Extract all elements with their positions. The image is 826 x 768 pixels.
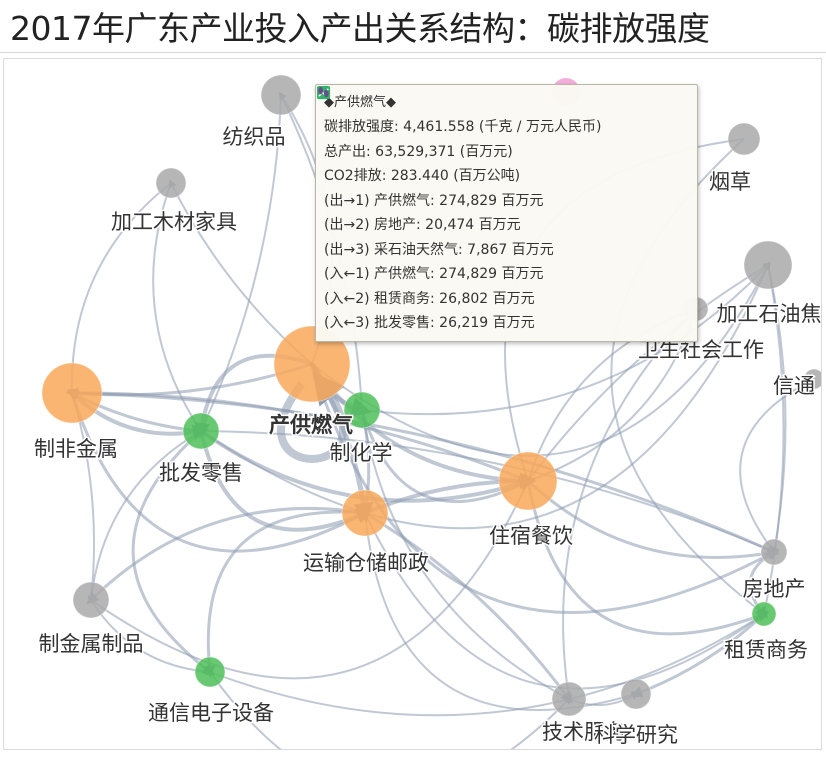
graph-edge xyxy=(209,611,768,717)
graph-edge xyxy=(526,480,770,636)
node-label-6: 制非金属 xyxy=(34,437,118,461)
graph-node-10[interactable] xyxy=(498,451,558,511)
graph-node-5[interactable] xyxy=(803,368,821,390)
node-label-2: 烟草 xyxy=(709,170,751,194)
graph-edge xyxy=(86,506,366,605)
tooltip-title: ◆产供燃气◆ xyxy=(324,95,396,110)
graph-edge xyxy=(90,477,530,680)
tooltip-row-intensity: 碳排放强度: 4,461.558 (千克 / 万元人民币) xyxy=(317,85,689,140)
tooltip-row-in-1: (入←1) 产供燃气: 274,829 百万元 xyxy=(324,266,544,282)
graph-edge xyxy=(67,182,172,397)
graph-edge xyxy=(310,363,780,615)
graph-edge xyxy=(364,511,573,704)
node-label-7: 产供燃气 xyxy=(269,413,353,437)
node-label-1: 加工木材家具 xyxy=(111,210,237,234)
node-label-9: 批发零售 xyxy=(159,461,243,485)
graph-node-7[interactable] xyxy=(273,325,351,403)
graph-edge xyxy=(364,512,768,690)
node-label-0: 纺织品 xyxy=(223,125,286,149)
graph-node-0[interactable] xyxy=(260,74,302,116)
graph-edge xyxy=(739,378,815,556)
graph-edge xyxy=(311,261,770,457)
node-label-17: 科学研究 xyxy=(594,723,678,747)
graph-edge xyxy=(361,409,573,701)
graph-edge xyxy=(562,308,697,703)
node-label-11: 运输仓储邮政 xyxy=(303,551,429,575)
node-label-4: 卫生社会工作 xyxy=(638,338,764,362)
graph-edge xyxy=(203,510,366,678)
graph-node-14[interactable] xyxy=(751,601,777,627)
node-label-8: 制化学 xyxy=(330,441,393,465)
graph-edge xyxy=(199,94,282,435)
graph-node-15[interactable] xyxy=(194,656,226,688)
graph-node-12[interactable] xyxy=(760,538,788,566)
graph-node-3[interactable] xyxy=(743,240,793,290)
footprint-icon xyxy=(318,86,329,98)
tooltip-row-out-1: (出→1) 产供燃气: 274,829 百万元 xyxy=(324,192,544,209)
graph-edge xyxy=(200,430,778,555)
node-label-10: 住宿餐饮 xyxy=(489,524,573,548)
tooltip-output: 总产出: 63,529,371 (百万元) xyxy=(324,143,513,160)
tooltip-row-out-2: (出→2) 房地产: 20,474 百万元 xyxy=(324,217,521,233)
graph-node-11[interactable] xyxy=(341,489,389,537)
tooltip-row-output: 总产出: 63,529,371 (百万元) xyxy=(316,85,689,165)
graph-node-2[interactable] xyxy=(727,122,761,156)
node-label-14: 租赁商务 xyxy=(724,638,808,662)
graph-edge xyxy=(152,182,204,435)
graph-edge xyxy=(630,612,766,698)
page-title: 2017年广东产业投入产出关系结构：碳排放强度 xyxy=(10,9,710,48)
tooltip-row-co2: CO2排放: 283.440 (百万公吨) xyxy=(318,86,689,189)
node-tooltip: ◆产供燃气◆ 碳排放强度: 4,461.558 (千克 / 万元人民币) 总产出… xyxy=(315,84,698,342)
graph-edge xyxy=(87,430,202,604)
graph-edge xyxy=(70,392,371,553)
graph-node-17[interactable] xyxy=(620,678,652,710)
tooltip-row-out-3: (出→3) 采石油天然气: 7,867 百万元 xyxy=(324,241,554,258)
graph-edge xyxy=(199,430,373,532)
graph-node-6[interactable] xyxy=(41,362,103,424)
node-layer xyxy=(41,74,821,717)
graph-edge xyxy=(760,264,785,618)
graph-edge xyxy=(527,262,772,482)
node-label-3: 加工石油焦 xyxy=(717,302,822,326)
graph-edge xyxy=(360,409,534,504)
title-divider xyxy=(0,52,826,53)
graph-edge xyxy=(526,479,780,559)
node-label-5: 信通 xyxy=(773,374,815,398)
node-label-13: 制金属制品 xyxy=(39,632,144,656)
node-label-12: 房地产 xyxy=(743,577,806,601)
graph-node-1[interactable] xyxy=(155,167,187,199)
node-label-15: 通信电子设备 xyxy=(148,701,274,725)
graph-edge xyxy=(361,262,771,416)
graph-edge xyxy=(200,261,771,530)
tooltip-row-in-2: (入←2) 租赁商务: 26,802 百万元 xyxy=(324,290,535,307)
graph-edge xyxy=(131,429,215,676)
graph-node-13[interactable] xyxy=(72,581,110,619)
graph-node-8[interactable] xyxy=(343,391,381,429)
graph-edge xyxy=(209,671,572,749)
tooltip-co2: CO2排放: 283.440 (百万公吨) xyxy=(324,168,521,184)
tooltip-intensity: 碳排放强度: 4,461.558 (千克 / 万元人民币) xyxy=(324,119,602,135)
graph-edge xyxy=(71,391,780,556)
network-panel[interactable]: 纺织品加工木材家具 烟草加工石油焦卫生社会工作信通制非金属 产供燃气制化学批发零售住… xyxy=(3,58,822,750)
node-label-16: 技术服务 xyxy=(542,720,626,744)
graph-node-16[interactable] xyxy=(551,681,587,717)
tooltip-row-in-3: (入←3) 批发零售: 26,219 百万元 xyxy=(324,315,535,331)
graph-node-9[interactable] xyxy=(182,412,220,450)
